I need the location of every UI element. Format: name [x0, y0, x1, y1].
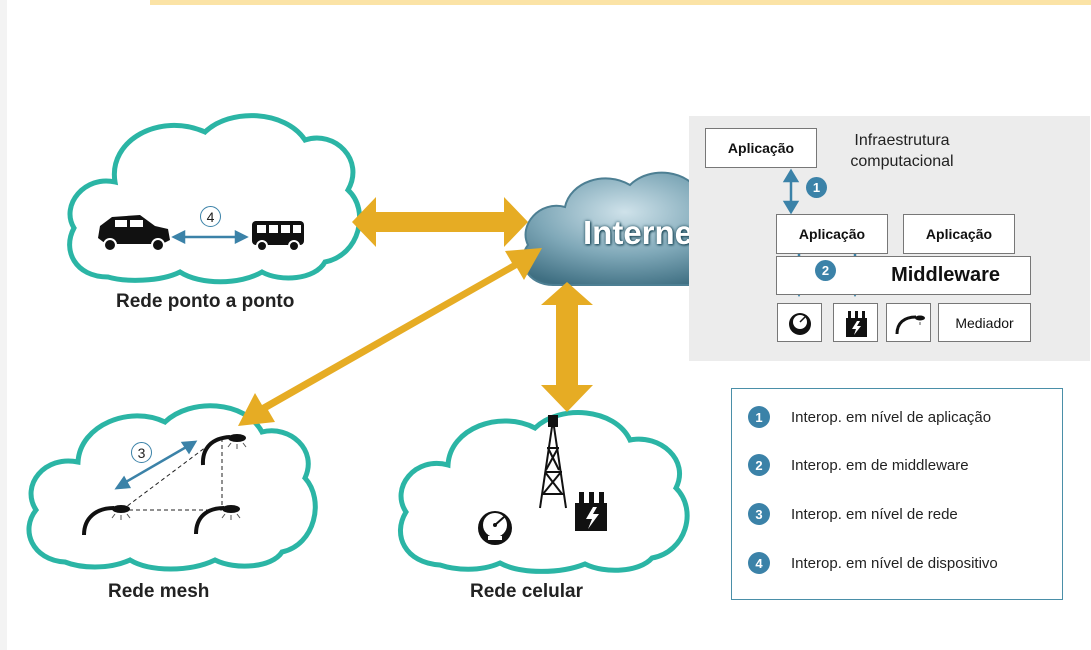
transformer-small-icon	[846, 311, 867, 337]
legend-number: 2	[748, 454, 770, 476]
badge-app-level: 1	[806, 177, 827, 198]
streetlight-small-icon	[895, 315, 925, 335]
middleware-box: Middleware	[776, 256, 1031, 295]
legend: 1 Interop. em nível de aplicação 2 Inter…	[731, 388, 1063, 600]
link-arrow-cellular-internet	[541, 282, 593, 412]
cellular-network-label: Rede celular	[470, 581, 583, 602]
bus-icon	[252, 221, 304, 252]
cloud-p2p	[67, 113, 363, 285]
transformer-icon	[575, 492, 607, 531]
streetlight-adapter-box	[886, 303, 931, 342]
link-arrow-mesh-internet	[238, 248, 542, 426]
legend-text: Interop. em nível de rede	[791, 505, 958, 523]
app-right-box: Aplicação	[903, 214, 1015, 254]
cloud-mesh	[26, 403, 318, 572]
legend-number: 3	[748, 503, 770, 525]
legend-number: 4	[748, 552, 770, 574]
lamp-heads	[112, 434, 246, 513]
legend-text: Interop. em nível de aplicação	[791, 408, 992, 426]
badge-middleware-level: 2	[815, 260, 836, 281]
left-strip	[0, 0, 7, 650]
lamp-rays	[111, 442, 247, 520]
legend-number: 1	[748, 406, 770, 428]
car-icon	[98, 215, 170, 252]
badge-network-level: 3	[131, 442, 152, 463]
legend-text: Interop. em de middleware	[791, 456, 969, 474]
top-accent-bar	[150, 0, 1091, 5]
legend-item-device: 4 Interop. em nível de dispositivo	[748, 551, 998, 575]
legend-item-middleware: 2 Interop. em de middleware	[748, 453, 969, 477]
network-link-arrow	[114, 440, 198, 490]
legend-item-app: 1 Interop. em nível de aplicação	[748, 405, 991, 429]
internet-label: Internet	[583, 214, 705, 251]
mesh-network-label: Rede mesh	[108, 581, 210, 602]
app-left-box: Aplicação	[776, 214, 888, 254]
cell-tower-icon	[539, 415, 567, 509]
infrastructure-label: Infraestrutura computacional	[850, 132, 954, 170]
app-top-box: Aplicação	[705, 128, 817, 168]
mesh-links	[121, 437, 223, 511]
gauge-icon	[478, 511, 512, 545]
link-arrow-p2p-internet	[352, 197, 528, 247]
mediator-box: Mediador	[938, 303, 1031, 342]
legend-item-network: 3 Interop. em nível de rede	[748, 502, 958, 526]
transformer-adapter-box	[833, 303, 878, 342]
device-link-arrow	[171, 229, 249, 245]
badge-device-level: 4	[200, 206, 221, 227]
p2p-network-label: Rede ponto a ponto	[116, 291, 295, 312]
streetlight-icon	[82, 435, 231, 536]
legend-text: Interop. em nível de dispositivo	[791, 554, 998, 572]
gauge-adapter-box	[777, 303, 822, 342]
gauge-small-icon	[789, 313, 811, 335]
